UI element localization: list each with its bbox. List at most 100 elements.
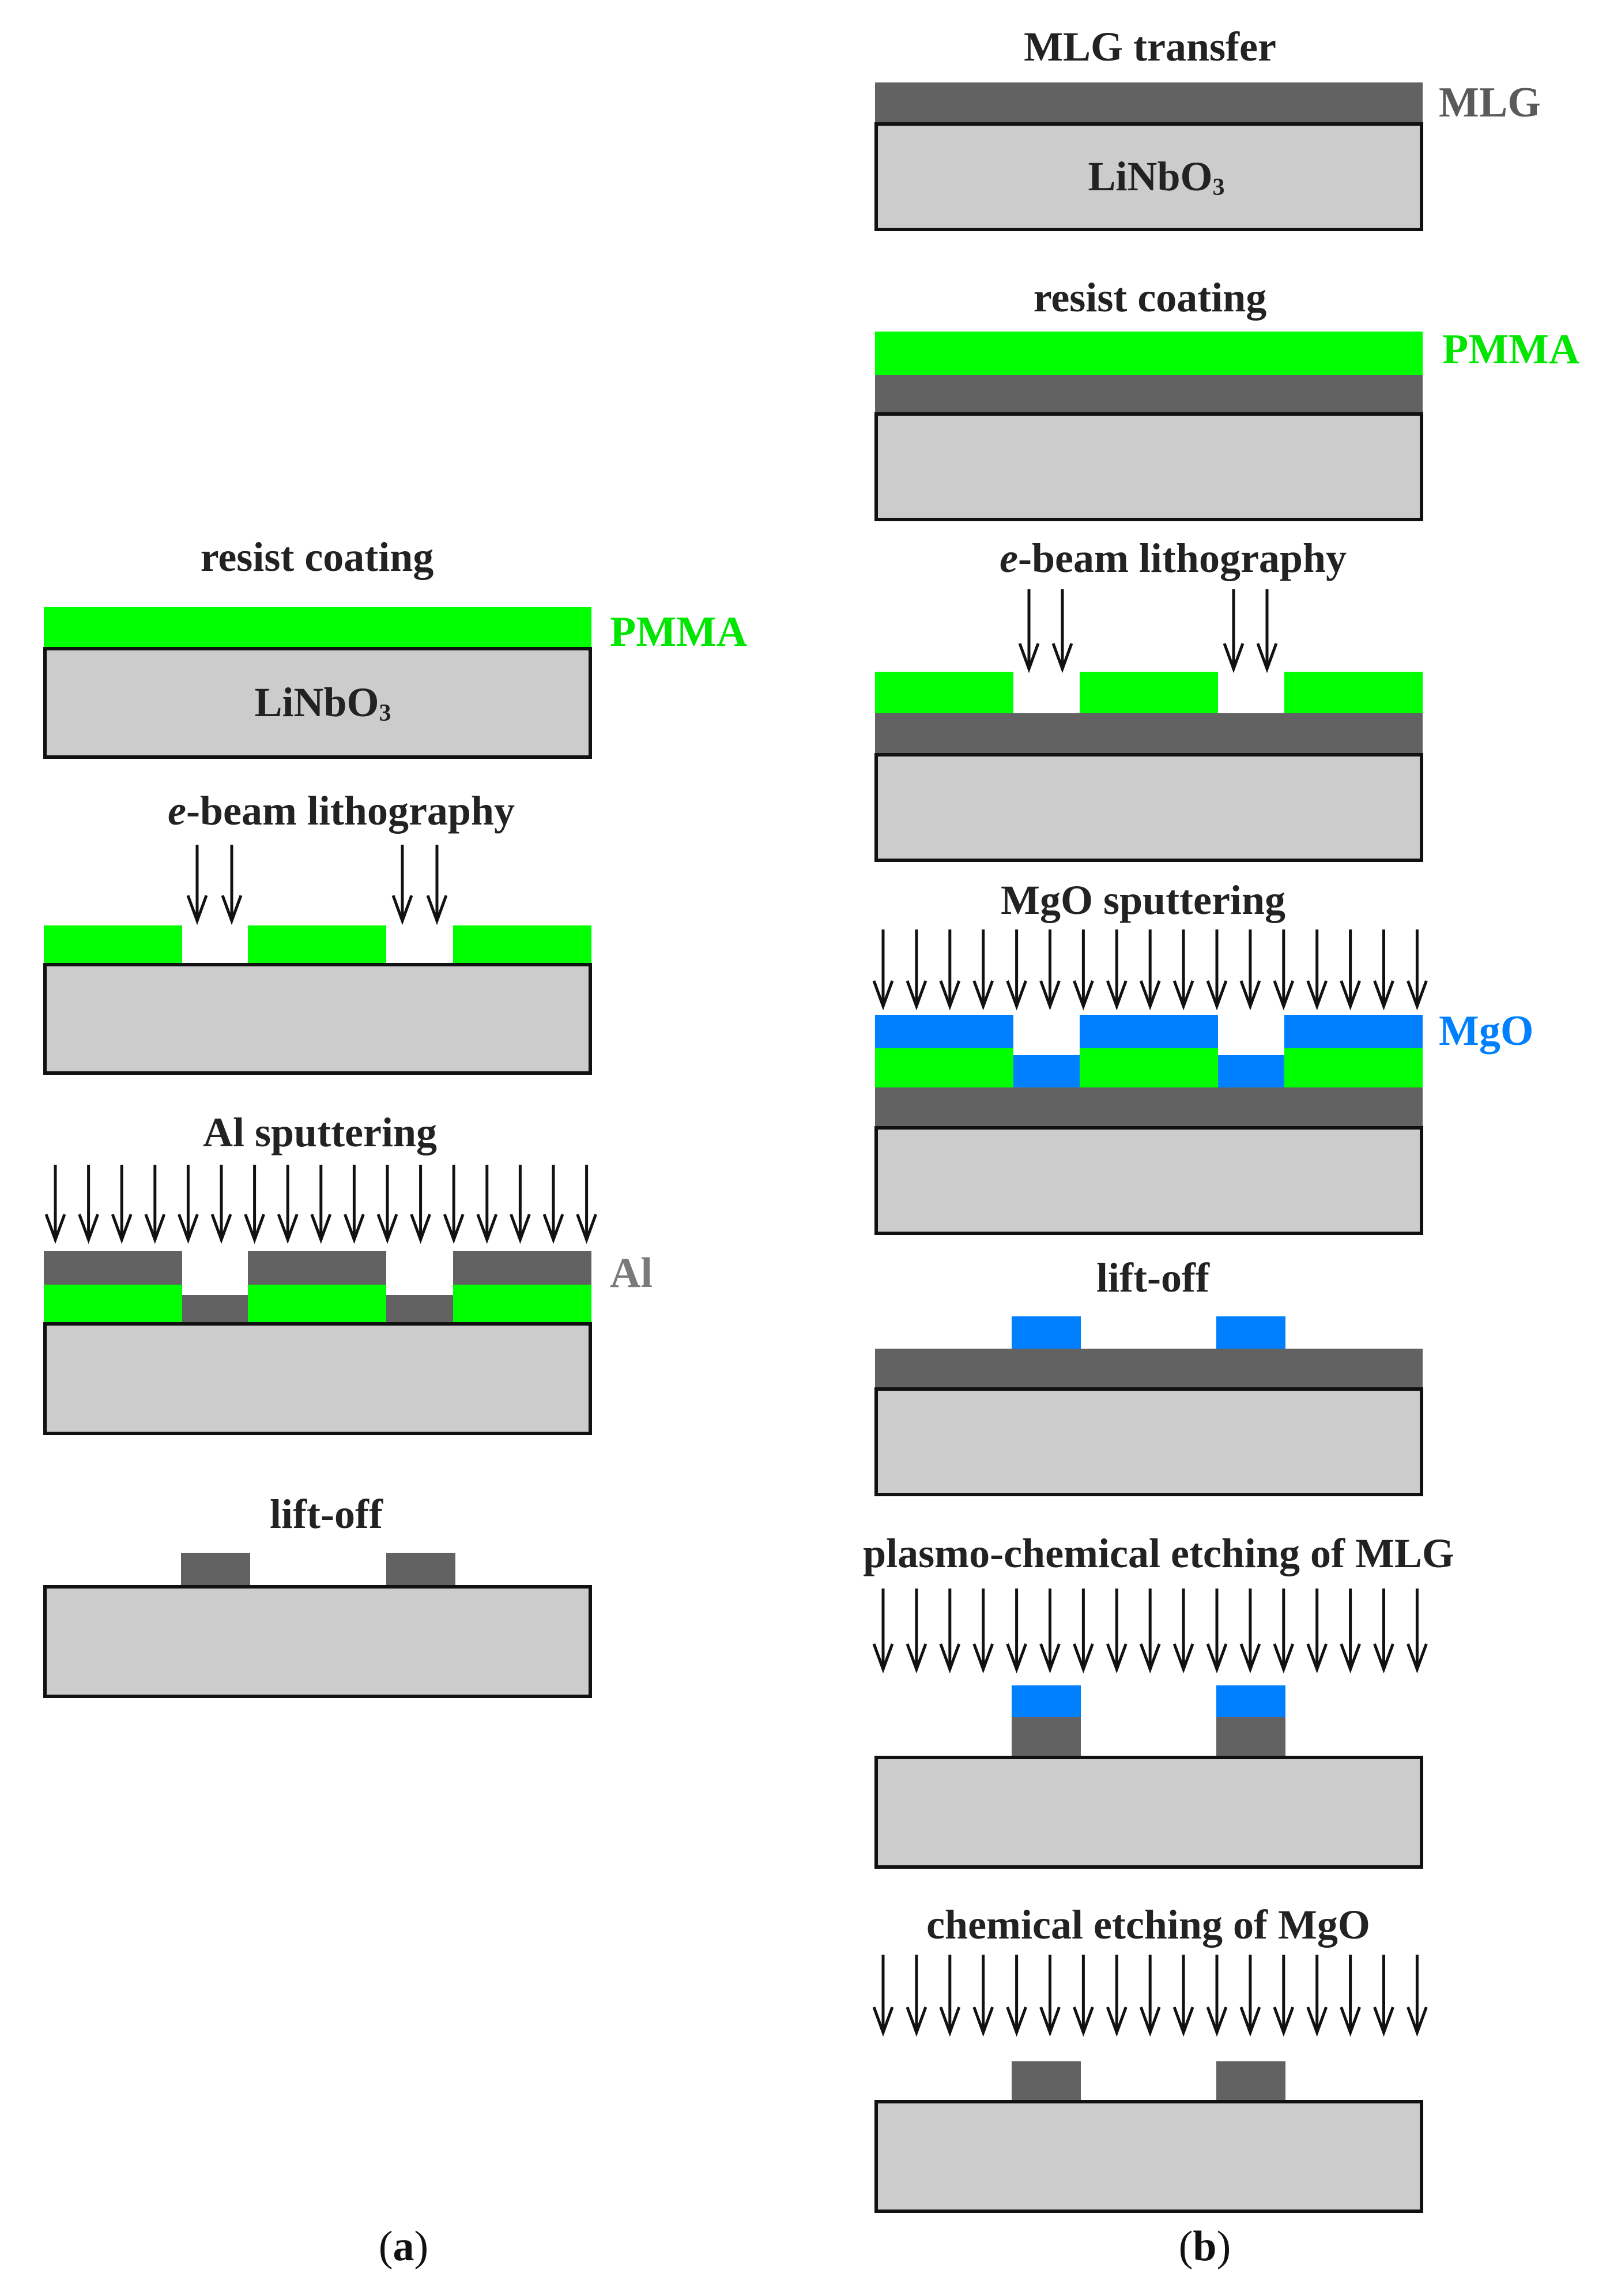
mgo-label: MgO [1439, 1007, 1533, 1055]
pmma-block [248, 925, 386, 965]
down-arrow [1006, 1589, 1027, 1674]
down-arrow [972, 1589, 994, 1674]
down-arrow [144, 1165, 166, 1244]
down-arrow [1206, 1955, 1228, 2037]
step-title: e-beam lithography [1000, 535, 1347, 581]
down-arrow [1373, 929, 1394, 1011]
pmma-block [453, 925, 591, 965]
al-layer-on-pmma [44, 1251, 182, 1285]
down-arrow [906, 929, 927, 1011]
down-arrow [1073, 1955, 1094, 2037]
pmma-block [875, 672, 1013, 713]
linbo3-substrate [874, 2100, 1423, 2213]
down-arrow [1273, 929, 1295, 1011]
down-arrow [1006, 929, 1027, 1011]
down-arrow [391, 845, 413, 925]
down-arrow [542, 1165, 564, 1244]
down-arrow [476, 1165, 498, 1244]
down-arrow [1073, 929, 1094, 1011]
linbo3-substrate [874, 412, 1423, 521]
mgo-in-opening [1013, 1055, 1080, 1087]
al-layer-on-pmma [248, 1251, 386, 1285]
pmma-block [453, 1285, 591, 1324]
down-arrow [310, 1165, 332, 1244]
pmma-block [44, 925, 182, 965]
down-arrow [1172, 1955, 1194, 2037]
mlg-layer [875, 1087, 1423, 1128]
down-arrow [1340, 1955, 1361, 2037]
down-arrow [1051, 589, 1073, 673]
down-arrow [939, 929, 961, 1011]
step-title: e-beam lithography [168, 788, 515, 834]
pmma-block [1284, 672, 1423, 713]
mgo-on-pmma [875, 1015, 1013, 1048]
down-arrow [277, 1165, 299, 1244]
down-arrow [1373, 1589, 1394, 1674]
panel-a-step-resist-coating: resist coating LiNbO3 PMMA [43, 534, 747, 759]
down-arrow [1340, 929, 1361, 1011]
down-arrow [1006, 1955, 1027, 2037]
linbo3-substrate [874, 1126, 1423, 1235]
down-arrow [510, 1165, 531, 1244]
down-arrow [872, 1955, 894, 2037]
ebeam-arrows [186, 845, 448, 925]
panel-b-step-mgo-sputtering: MgO sputtering MgO [872, 877, 1533, 1235]
down-arrow [1018, 589, 1040, 673]
down-arrow [939, 1589, 961, 1674]
down-arrow [1039, 1589, 1061, 1674]
down-arrow [111, 1165, 133, 1244]
sputter-arrows [44, 1165, 597, 1244]
down-arrow [221, 845, 243, 925]
down-arrow [1139, 1589, 1161, 1674]
down-arrow [1239, 1955, 1261, 2037]
panel-b-caption: (b) [1179, 2223, 1231, 2270]
linbo3-substrate [874, 1756, 1423, 1869]
linbo3-substrate [43, 647, 592, 759]
etch-arrows [872, 1589, 1428, 1674]
panel-a-step-ebeam-lithography: e-beam lithography [43, 788, 592, 1075]
down-arrow [186, 845, 208, 925]
down-arrow [1273, 1955, 1295, 2037]
panel-b-step-ebeam-lithography: e-beam lithography [874, 535, 1423, 862]
mlg-layer [875, 1349, 1423, 1389]
substrate-label: LiNbO3 [1088, 153, 1224, 201]
down-arrow [1239, 929, 1261, 1011]
al-electrode [181, 1553, 250, 1587]
down-arrow [210, 1165, 232, 1244]
step-title: resist coating [1034, 274, 1267, 321]
down-arrow [1306, 1589, 1328, 1674]
down-arrow [906, 1955, 927, 2037]
down-arrow [872, 1589, 894, 1674]
down-arrow [1273, 1589, 1295, 1674]
down-arrow [178, 1165, 199, 1244]
mgo-on-pmma [1080, 1015, 1218, 1048]
mgo-mask [1012, 1685, 1081, 1717]
mlg-layer [875, 82, 1423, 124]
mlg-label: MLG [1439, 79, 1541, 126]
linbo3-substrate [43, 1585, 592, 1698]
pmma-label: PMMA [1442, 326, 1579, 373]
panel-a-step-al-sputtering: Al sputtering Al [43, 1109, 653, 1435]
down-arrow [426, 845, 448, 925]
down-arrow [1139, 929, 1161, 1011]
panel-a-caption: (a) [379, 2223, 428, 2270]
pmma-block [1284, 1048, 1423, 1087]
down-arrow [1373, 1955, 1394, 2037]
al-in-opening [386, 1295, 453, 1324]
linbo3-substrate [43, 963, 592, 1075]
al-electrode [386, 1553, 455, 1587]
down-arrow [872, 929, 894, 1011]
down-arrow [1306, 1955, 1328, 2037]
down-arrow [1073, 1589, 1094, 1674]
down-arrow [1223, 589, 1245, 673]
linbo3-substrate [874, 122, 1423, 231]
panel-b: MLG transfer LiNbO3 MLG resist coating P… [863, 24, 1579, 2270]
down-arrow [1239, 1589, 1261, 1674]
mlg-layer [875, 375, 1423, 414]
pmma-block [248, 1285, 386, 1324]
panel-b-step-lift-off: lift-off [874, 1255, 1423, 1496]
down-arrow [44, 1165, 66, 1244]
down-arrow [939, 1955, 961, 2037]
down-arrow [972, 1955, 994, 2037]
pmma-block [875, 1048, 1013, 1087]
